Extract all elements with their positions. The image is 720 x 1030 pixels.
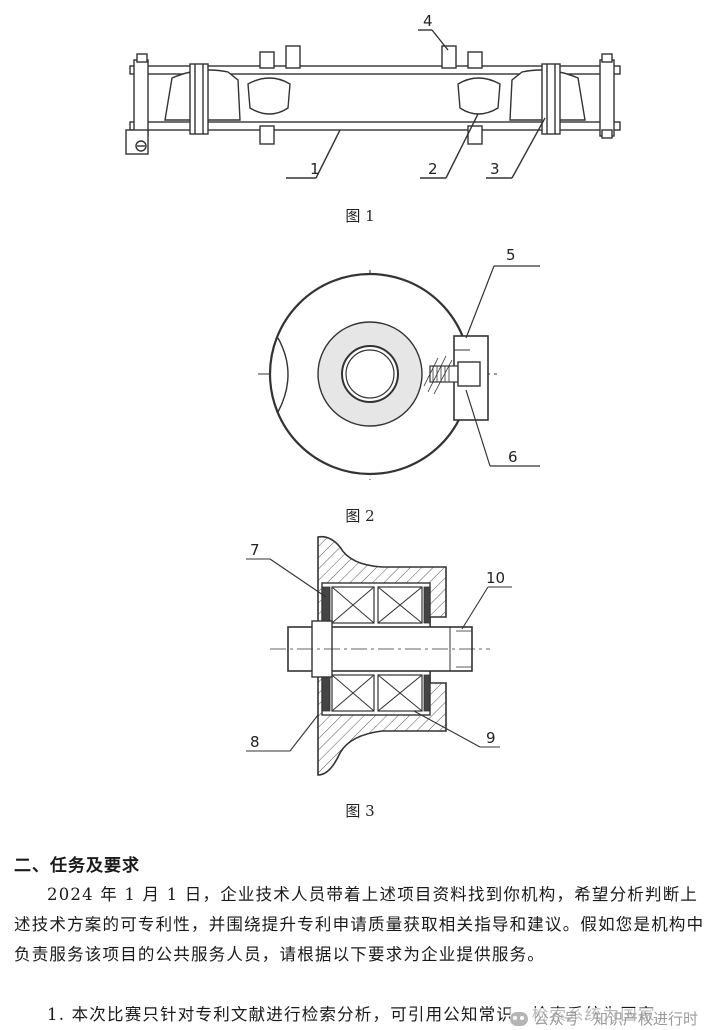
fig1-callout-4: 4 xyxy=(423,12,433,30)
fig3-callout-7: 7 xyxy=(250,541,260,559)
figure-3-caption: 图 3 xyxy=(345,802,375,820)
fig3-callout-10: 10 xyxy=(486,569,505,587)
fig2-callout-6: 6 xyxy=(508,448,518,466)
figure-2-caption: 图 2 xyxy=(345,507,375,525)
fig1-callout-2: 2 xyxy=(428,160,438,178)
paragraph-requirement-1: 1. 本次比赛只针对专利文献进行检索分析，可引用公知常识。检索系统为国家 xyxy=(47,1005,656,1024)
figure-3-drawing: 7 8 9 10 xyxy=(246,535,512,776)
fig1-callout-1: 1 xyxy=(310,160,320,178)
watermark: 公众号 · 知识产权进行时 xyxy=(509,1008,698,1029)
watermark-text: 公众号 · 知识产权进行时 xyxy=(533,1010,698,1028)
figure-1: 1 2 3 4 xyxy=(0,0,720,200)
wechat-icon xyxy=(509,1011,528,1026)
figure-3: 7 8 9 10 xyxy=(0,525,720,795)
section-heading: 二、任务及要求 xyxy=(14,856,140,876)
figure-2: 5 6 xyxy=(0,240,720,500)
figure-1-caption: 图 1 xyxy=(345,207,375,225)
fig2-callout-5: 5 xyxy=(506,246,516,264)
fig3-callout-9: 9 xyxy=(486,729,496,747)
figure-1-drawing: 1 2 3 4 xyxy=(125,12,621,179)
fig1-callout-3: 3 xyxy=(490,160,500,178)
figure-2-drawing: 5 6 xyxy=(258,246,540,480)
fig3-callout-8: 8 xyxy=(250,733,260,751)
paragraph-task: 2024 年 1 月 1 日，企业技术人员带着上述项目资料找到你机构，希望分析判… xyxy=(14,885,705,964)
